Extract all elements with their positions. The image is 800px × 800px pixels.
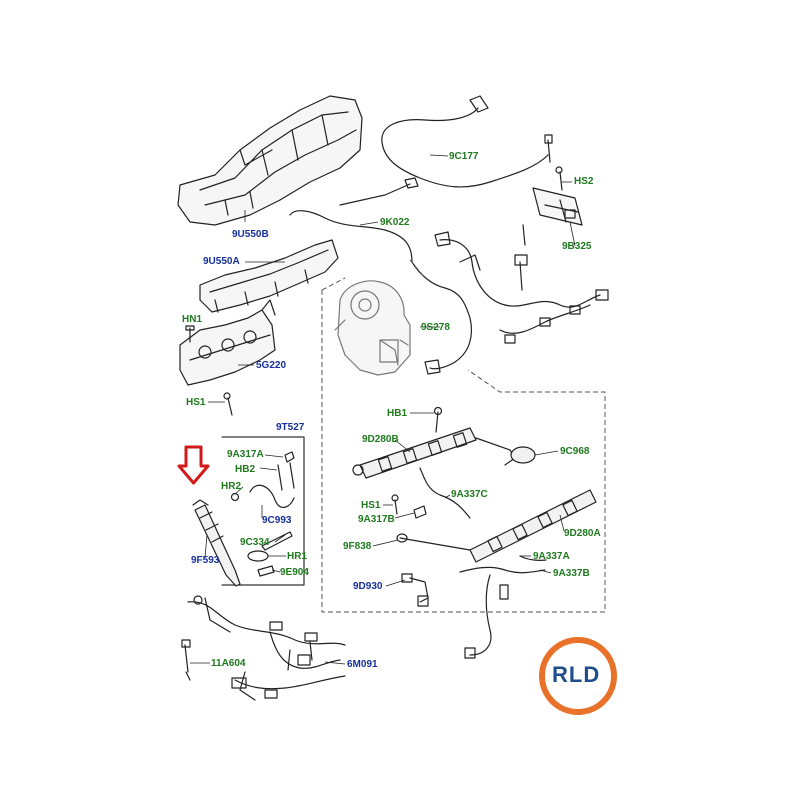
label-hr1: HR1 xyxy=(287,551,308,562)
bolt-9s278 xyxy=(522,224,526,246)
logo-text: RLD xyxy=(552,662,601,687)
label-9c993: 9C993 xyxy=(262,515,292,526)
fuel-line-9k022-end xyxy=(404,177,419,189)
connector-9s278-d xyxy=(504,334,516,344)
clip-9c334 xyxy=(261,531,293,551)
connector-9s278-c xyxy=(569,305,581,315)
label-9f838: 9F838 xyxy=(343,541,372,552)
label-9e904: 9E904 xyxy=(280,567,309,578)
rld-logo xyxy=(539,637,617,715)
clip-9a317a xyxy=(284,451,295,463)
assembly-outline xyxy=(321,259,606,613)
label-9d280b: 9D280B xyxy=(362,434,399,445)
label-hs2: HS2 xyxy=(574,176,594,187)
tube-9a337b xyxy=(459,566,546,574)
fuel-line-9k022-branch xyxy=(339,183,411,206)
clip-9s278-b xyxy=(434,231,451,247)
label-9u550a: 9U550A xyxy=(203,256,240,267)
hs1-bolt-mid xyxy=(394,499,398,515)
label-hr2: HR2 xyxy=(221,481,242,492)
sensor-9s278-head xyxy=(514,254,528,266)
exhaust-manifold-part xyxy=(179,299,276,386)
label-9t527: 9T527 xyxy=(276,422,305,433)
label-hb1: HB1 xyxy=(387,408,408,419)
seal-9e904 xyxy=(257,565,275,577)
label-hn1: HN1 xyxy=(182,314,203,325)
label-hs1-top: HS1 xyxy=(186,397,206,408)
glow-plug-part xyxy=(181,639,191,681)
label-9c334: 9C334 xyxy=(240,537,270,548)
label-9f593: 9F593 xyxy=(191,555,220,566)
pressure-sensor-9c968 xyxy=(475,437,536,466)
hose-end-sensor xyxy=(547,139,551,163)
label-11a604: 11A604 xyxy=(211,658,246,669)
module-9b325 xyxy=(532,187,583,226)
injector-kit-bracket xyxy=(221,436,305,586)
label-6m091: 6M091 xyxy=(347,659,378,670)
feed-line-9s278 xyxy=(411,261,473,370)
hb2-bolts xyxy=(277,462,295,491)
fuel-line-9s278-main xyxy=(439,239,601,308)
sensor-9s278 xyxy=(519,261,523,291)
hs2-bolt xyxy=(559,171,563,191)
label-9k022: 9K022 xyxy=(380,217,410,228)
clip-9a317b xyxy=(413,505,427,519)
hb1-bolt xyxy=(435,411,439,433)
highlight-arrow-icon xyxy=(177,445,210,485)
tube-9a337b-down xyxy=(469,574,492,656)
rail-tube-9a337c xyxy=(419,467,471,519)
leader-lines xyxy=(190,154,576,665)
connector-9d930 xyxy=(401,573,429,607)
label-hs1-mid: HS1 xyxy=(361,500,381,511)
hr1-oring xyxy=(247,550,269,562)
fitting-9a337b xyxy=(464,647,476,659)
hs2-bolt-head xyxy=(555,166,563,174)
hn1-nut xyxy=(185,325,195,343)
clip-9s278 xyxy=(459,254,481,271)
engine-cover-part xyxy=(177,95,363,226)
hs1-bolt-left xyxy=(223,392,233,416)
tube-9f838 xyxy=(399,537,471,551)
label-9s278: 9S278 xyxy=(421,322,450,333)
fuel-injector-part xyxy=(192,499,241,587)
connector-9s278-b xyxy=(539,317,551,327)
hs1-bolt-mid-head xyxy=(391,494,399,502)
hose-end-9c177 xyxy=(469,95,489,113)
fuel-rail-9d280b xyxy=(352,427,477,479)
label-9a337b: 9A337B xyxy=(553,568,590,579)
hr2-ring xyxy=(230,492,240,502)
connector-9s278-a xyxy=(595,289,609,301)
clip-9a337b xyxy=(499,584,509,600)
label-9d930: 9D930 xyxy=(353,581,383,592)
label-9a317a: 9A317A xyxy=(227,449,264,460)
hb1-bolt-head xyxy=(433,406,443,416)
fuel-line-9s278-lower xyxy=(499,304,591,334)
label-5g220: 5G220 xyxy=(256,360,287,371)
label-9u550b: 9U550B xyxy=(232,229,269,240)
feed-line-9s278-end xyxy=(424,359,441,375)
fuel-line-9k022 xyxy=(289,210,413,263)
fitting-9f838 xyxy=(396,533,408,543)
fuel-rail-9d280a xyxy=(469,489,597,563)
label-9d280a: 9D280A xyxy=(564,528,601,539)
label-9a317b: 9A317B xyxy=(358,514,395,525)
label-9c177: 9C177 xyxy=(449,151,479,162)
high-pressure-fuel-pump xyxy=(334,280,411,376)
label-9a337a: 9A337A xyxy=(533,551,570,562)
leak-off-pipe-9c993 xyxy=(249,484,295,508)
label-9b325: 9B325 xyxy=(562,241,592,252)
hose-end-cap xyxy=(544,134,553,144)
label-9c968: 9C968 xyxy=(560,446,590,457)
label-hb2: HB2 xyxy=(235,464,256,475)
manifold-cover-part xyxy=(199,239,339,313)
label-9a337c: 9A337C xyxy=(451,489,488,500)
return-hose-9c177 xyxy=(381,107,549,188)
wiring-harness-part xyxy=(187,595,346,701)
tube-9a337a xyxy=(519,555,547,561)
